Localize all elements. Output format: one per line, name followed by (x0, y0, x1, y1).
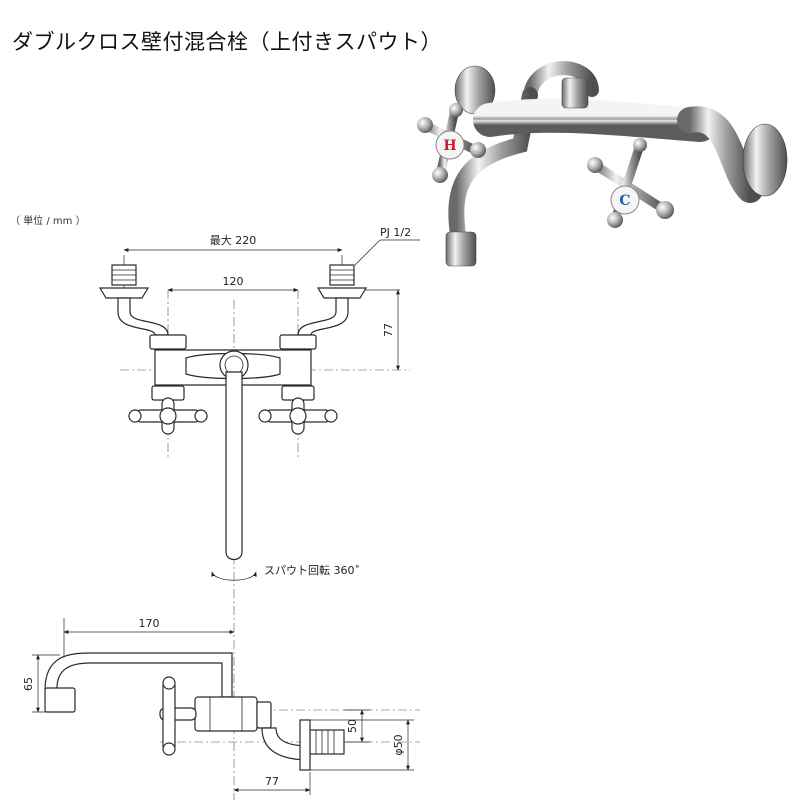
rotation-label: スパウト回転 360˚ (264, 564, 360, 577)
hot-handle-icon: H (417, 103, 486, 183)
cold-cross-handle-icon (258, 397, 338, 435)
product-photo: H C (400, 50, 800, 280)
side-cross-handle-icon (159, 676, 197, 756)
thread-offset-label: 50 (346, 719, 359, 733)
cold-mark: C (619, 193, 630, 209)
hot-cross-handle-icon (128, 397, 208, 435)
spout-height-label: 65 (22, 677, 35, 691)
hot-mark: H (443, 138, 456, 154)
unit-label: （ 単位 / mm ） (10, 216, 86, 227)
flange-diameter-label: φ50 (392, 734, 405, 755)
rotation-arrow-icon (211, 571, 257, 581)
center-distance-label: 120 (223, 275, 244, 288)
page-title: ダブルクロス壁付混合栓（上付きスパウト） (12, 30, 442, 54)
wall-depth-label: 77 (265, 775, 279, 788)
side-view: 170 65 50 (22, 617, 420, 795)
spout-reach-label: 170 (139, 617, 160, 630)
cold-handle-icon: C (587, 138, 674, 228)
height-label: 77 (382, 323, 395, 337)
thread-label: PJ 1/2 (380, 226, 411, 239)
front-view: 最大 220 PJ 1/2 120 77 (98, 226, 420, 800)
max-width-label: 最大 220 (210, 233, 257, 247)
